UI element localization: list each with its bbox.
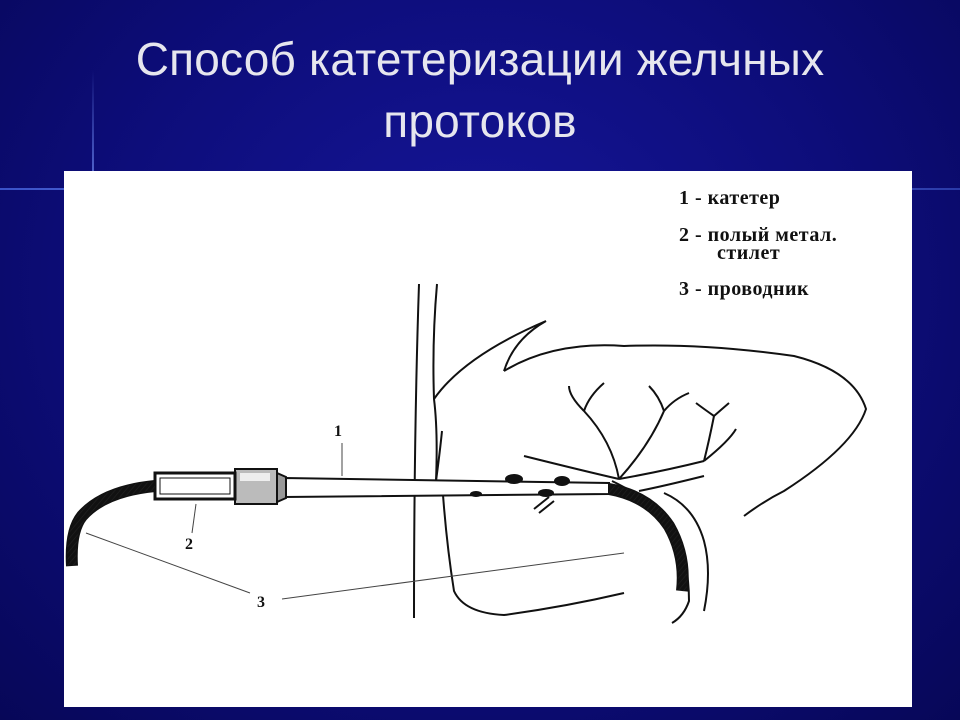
vessel-trunk [413,283,438,619]
leader-lines [85,443,625,600]
label-catheter: 1 [334,423,342,440]
legend: 1 - катетер 2 - полый метал. стилет 3 - … [679,187,837,300]
diagram-panel: 1 2 3 1 - катетер 2 - полый метал. стиле… [64,171,912,707]
catheter-hole [505,474,523,484]
catheter-hole [538,489,554,497]
catheter-hub [234,468,287,505]
legend-item-guidewire: 3 - проводник [679,278,810,300]
catheter-hole [470,491,482,497]
slide-title-line1: Способ катетеризации желчных [135,33,825,85]
legend-item-stylet-cont: стилет [717,242,781,264]
legend-item-catheter: 1 - катетер [679,187,781,209]
catheterization-diagram: 1 2 3 [65,283,868,624]
bile-duct-branches [523,382,737,624]
slide-title-line2: протоков [383,95,577,147]
metal-stylet [153,471,237,501]
legend-item-stylet: 2 - полый метал. [679,224,838,246]
label-guidewire: 3 [257,594,265,611]
catheter-hole [554,476,570,486]
catheter-tube [283,474,610,514]
liver-outline [433,320,868,617]
decorative-vertical-line [92,70,94,190]
slide-title: Способ катетеризации желчных протоков [0,28,960,152]
label-stylet: 2 [185,536,193,553]
